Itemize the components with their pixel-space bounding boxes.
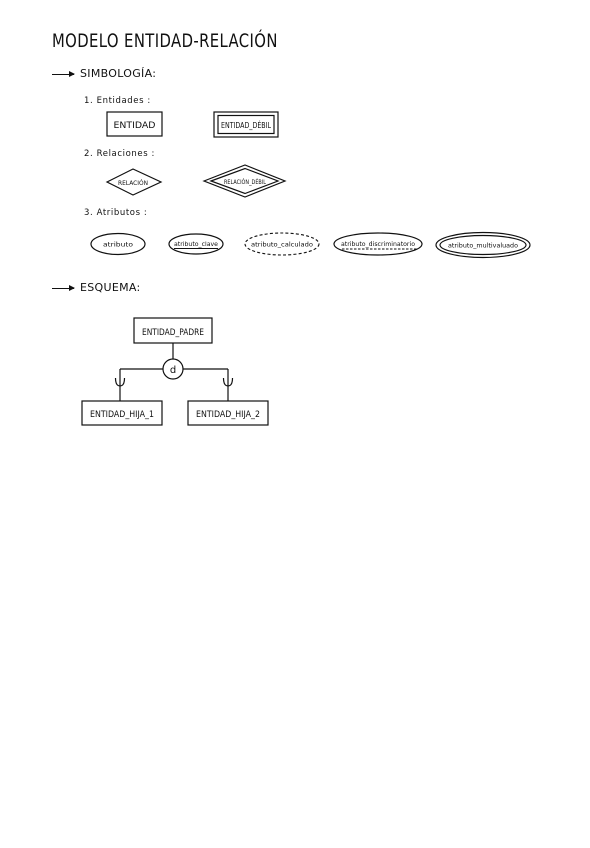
schema-arrow <box>52 285 75 291</box>
discriminator-attribute-symbol: atributo_discriminatorio <box>333 232 423 256</box>
attributes-label: 3. Atributos : <box>84 208 148 218</box>
relation-symbol: RELACIÓN <box>105 168 163 196</box>
weak-relation-symbol-label: RELACIÓN_DÉBIL <box>224 178 267 186</box>
attribute-symbol: atributo <box>90 232 146 256</box>
page-title: Modelo Entidad-Relación <box>52 30 278 52</box>
parent-entity: ENTIDAD_PADRE <box>133 317 213 344</box>
attribute-symbol-label: atributo <box>103 241 133 249</box>
schema-heading: Esquema: <box>80 281 141 294</box>
relations-label: 2. Relaciones : <box>84 149 155 159</box>
parent-entity-label: ENTIDAD_PADRE <box>142 328 204 338</box>
key-attribute-symbol: atributo_clave <box>168 233 224 255</box>
specialization-circle: d <box>162 358 184 380</box>
entity-symbol: ENTIDAD <box>106 111 163 137</box>
child-entity-1: ENTIDAD_HIJA_1 <box>81 400 163 426</box>
key-attribute-symbol-label: atributo_clave <box>174 242 218 248</box>
derived-attribute-symbol-label: atributo_calculado <box>251 242 313 249</box>
symbology-arrow <box>52 71 75 77</box>
child-entity-2-label: ENTIDAD_HIJA_2 <box>196 410 260 420</box>
child-entity-1-label: ENTIDAD_HIJA_1 <box>90 410 154 420</box>
weak-entity-symbol: ENTIDAD_DÉBIL <box>213 111 279 138</box>
child-entity-2: ENTIDAD_HIJA_2 <box>187 400 269 426</box>
weak-entity-symbol-label: ENTIDAD_DÉBIL <box>221 119 271 130</box>
multivalued-attribute-symbol-label: atributo_multivaluado <box>448 243 518 250</box>
left-subset-arc <box>114 377 126 387</box>
entities-label: 1. Entidades : <box>84 96 151 106</box>
entity-symbol-label: ENTIDAD <box>114 121 156 131</box>
multivalued-attribute-symbol: atributo_multivaluado <box>435 231 531 259</box>
derived-attribute-symbol: atributo_calculado <box>244 232 320 256</box>
specialization-label: d <box>170 365 176 376</box>
weak-relation-symbol: RELACIÓN_DÉBIL <box>202 164 287 198</box>
relation-symbol-label: RELACIÓN <box>118 178 148 187</box>
discriminator-attribute-symbol-label: atributo_discriminatorio <box>341 241 415 248</box>
right-subset-arc <box>222 377 234 387</box>
symbology-heading: Simbología: <box>80 67 157 80</box>
